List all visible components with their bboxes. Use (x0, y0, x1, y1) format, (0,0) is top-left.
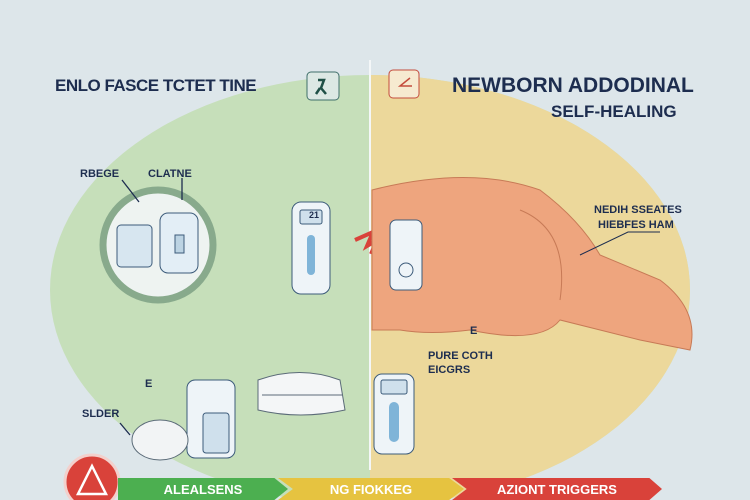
cloth-icon (131, 419, 189, 461)
jar-device (389, 219, 423, 291)
label-sleder: SLDER (82, 408, 120, 420)
banner-triggers: AZIONT TRIGGERS (452, 478, 662, 500)
label-e-right: E (470, 325, 478, 337)
label-nedih: NEDIH SSEATES (594, 204, 682, 216)
label-pure-coth: PURE COTH (428, 350, 493, 362)
pointer-arrows (121, 178, 183, 203)
label-hiebfes: HIEBFES HAM (598, 219, 674, 231)
monitor-device (116, 224, 153, 268)
folded-towels (257, 372, 346, 416)
callout-line (579, 231, 660, 256)
device-reading: 21 (309, 210, 320, 220)
right-subtitle: SELF-HEALING (551, 102, 677, 121)
label-rbege: RBEGE (80, 168, 120, 180)
banner-allergens: ALEALSENS (118, 478, 288, 500)
label-eicgrs: EICGRS (428, 364, 471, 376)
label-clatne: CLATNE (148, 168, 192, 180)
arrow-icon (388, 69, 420, 99)
left-title: ENLO FASCE TCTET TINE (55, 76, 257, 95)
baby-illustration (371, 177, 693, 351)
right-title: NEWBORN ADDODINAL (452, 74, 694, 97)
label-e-left: E (145, 378, 153, 390)
banner-no-hooking: NG FIOKKEG (278, 478, 464, 500)
